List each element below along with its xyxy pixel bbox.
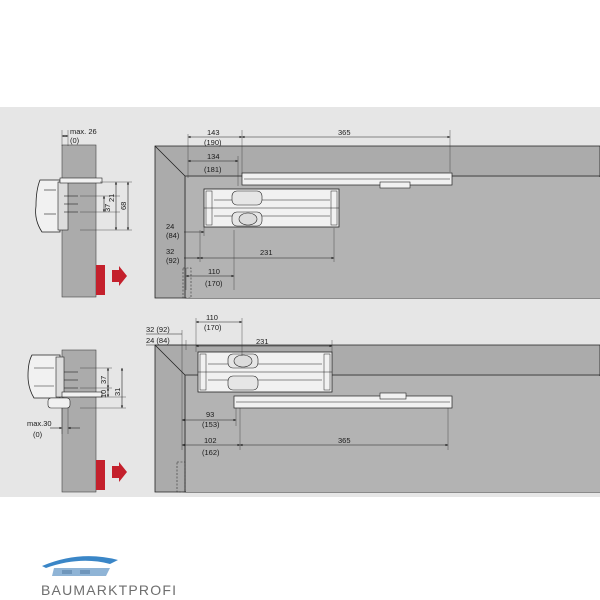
bottom-front-dim-24: 24 (84) [146,336,170,345]
bottom-side-wall [61,349,97,493]
bottom-front-dim-231: 231 [256,337,269,346]
bottom-side-max-sub: (0) [33,430,43,439]
bottom-side-dim-10: 10 [99,390,108,398]
bottom-front-view: 110 (170) 32 (92) 24 (84) 231 93 (153) 1… [146,313,600,493]
top-side-max-label: max. 26 [70,127,97,136]
bottom-red-marker [96,460,105,490]
top-side-dim-21: 21 [107,194,116,202]
top-front-dim-365: 365 [338,128,351,137]
bottom-front-dim-110: 110 [206,313,218,322]
top-side-view: max. 26 (0) 37 21 68 [35,127,132,298]
bottom-front-hinge [176,461,186,493]
top-front-view: 143 (190) 365 134 (181) 24 (84) 32 (92) … [154,128,600,299]
top-front-dim-24-sub: (84) [166,231,180,240]
top-front-dim-32-sub: (92) [166,256,180,265]
top-front-dim-32: 32 [166,247,174,256]
top-front-dim-24: 24 [166,222,174,231]
top-front-dim-134: 134 [207,152,220,161]
bottom-front-dim-93-sub: (153) [202,420,220,429]
top-front-dim-110-sub: (170) [205,279,223,288]
top-side-closer-body [35,179,61,233]
bottom-front-rail-slider [379,392,407,400]
top-front-dim-143-sub: (190) [204,138,222,147]
bottom-side-max-label: max.30 [27,419,52,428]
top-front-dim-134-sub: (181) [204,165,222,174]
top-side-screws [64,195,78,213]
bottom-front-dim-110-sub: (170) [204,323,222,332]
top-red-arrow-icon [112,266,127,286]
bottom-front-dim-102: 102 [204,436,217,445]
top-front-rail-slider [379,181,411,189]
top-front-hinge [182,267,192,299]
bottom-side-dim-31: 31 [113,388,122,396]
top-front-dim-110: 110 [208,267,220,276]
top-side-dim-68: 68 [119,202,128,210]
bottom-front-dim-32: 32 (92) [146,325,170,334]
top-front-door-leaf [154,145,600,299]
bottom-side-view: 37 10 31 max.30 (0) [27,349,127,493]
top-side-mount-plate [57,181,69,231]
bottom-side-screws [64,371,78,389]
bottom-front-dim-93: 93 [206,410,214,419]
bottom-side-dim-37: 37 [99,376,108,384]
bottom-red-arrow-icon [112,462,127,482]
roof-swoosh-icon [42,556,118,576]
top-side-max-sub: (0) [70,136,80,145]
brand-name: BAUMARKTPROFI [41,582,178,598]
top-front-dim-143: 143 [207,128,220,137]
top-side-arm [59,177,103,184]
bottom-side-arm [47,397,71,409]
top-red-marker [96,265,105,295]
bottom-front-dim-102-sub: (162) [202,448,220,457]
top-side-dim-37: 37 [103,204,112,212]
bottom-side-mount-plate [55,356,65,398]
bottom-side-closer-body [27,354,61,399]
top-front-dim-231: 231 [260,248,273,257]
bottom-front-dim-365: 365 [338,436,351,445]
